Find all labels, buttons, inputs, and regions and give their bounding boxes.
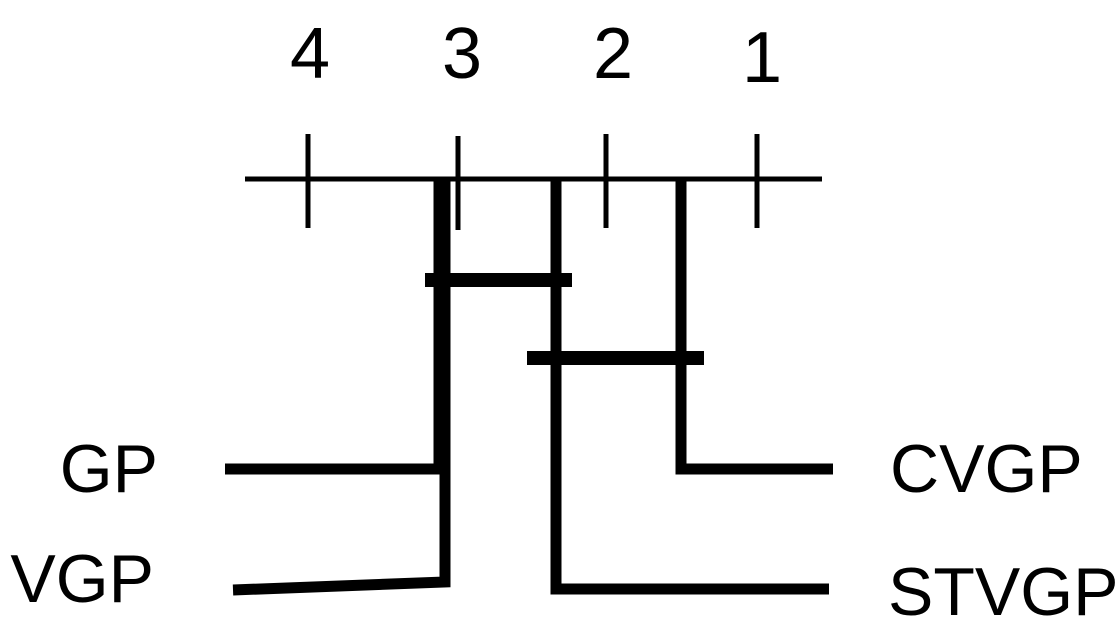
tick-label-3: 3 — [442, 14, 482, 94]
method-line-cvgp — [675, 179, 833, 475]
method-label-gp: GP — [60, 431, 158, 507]
tick-label-1: 1 — [742, 18, 782, 98]
tick-label-4: 4 — [290, 14, 330, 94]
method-label-cvgp: CVGP — [890, 431, 1083, 507]
method-line-stvgp — [550, 179, 829, 595]
method-line-gp — [225, 179, 445, 475]
tick-label-2: 2 — [593, 14, 633, 94]
method-label-stvgp: STVGP — [888, 554, 1119, 630]
method-line-vgp — [232, 179, 451, 596]
method-label-vgp: VGP — [10, 541, 154, 617]
